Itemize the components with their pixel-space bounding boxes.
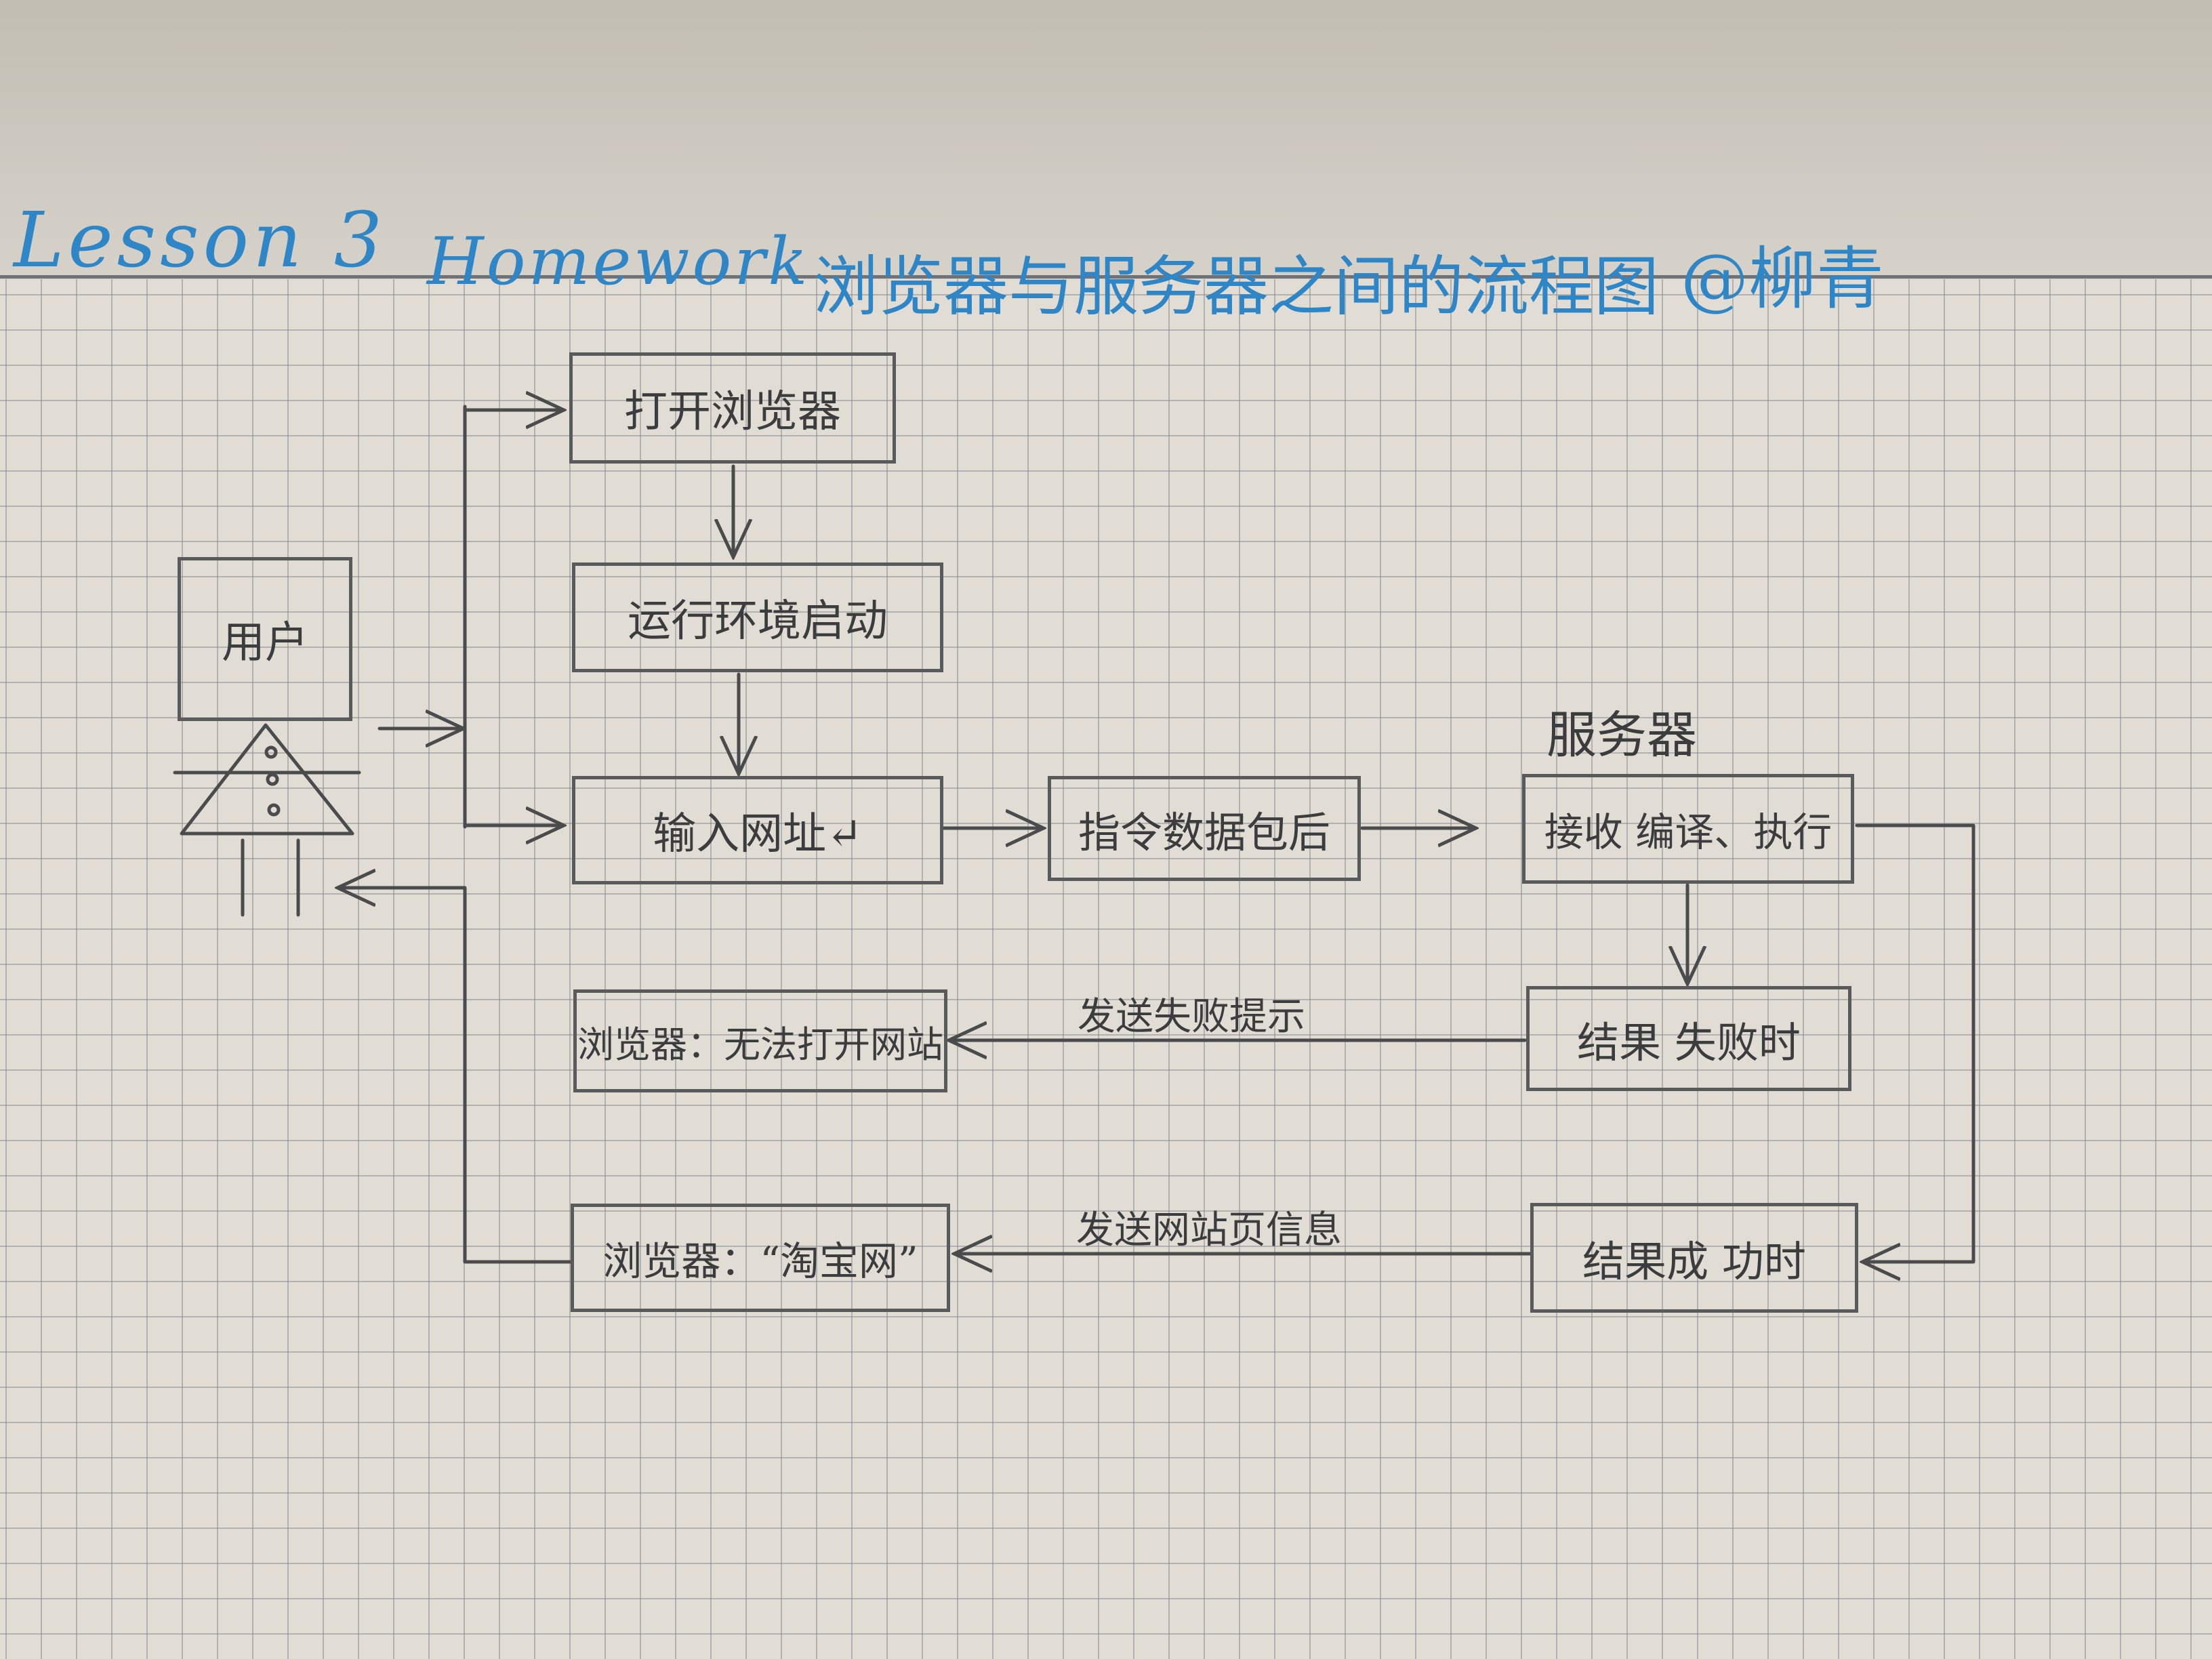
node-open-browser: 打开浏览器 bbox=[569, 352, 896, 464]
title-lesson: Lesson 3 bbox=[14, 197, 387, 285]
node-enter-url: 输入网址↵ bbox=[572, 776, 943, 884]
node-browser-fail: 浏览器：无法打开网站 bbox=[573, 989, 947, 1092]
node-browser-fail-label: 浏览器：无法打开网站 bbox=[577, 1023, 943, 1066]
paper-header-band bbox=[0, 0, 2212, 279]
title-homework: Homework bbox=[427, 224, 811, 300]
title-subject: 浏览器与服务器之间的流程图 bbox=[813, 249, 1659, 325]
node-runtime-start: 运行环境启动 bbox=[572, 562, 943, 672]
title-author: @柳青 bbox=[1681, 239, 1884, 319]
node-command-packet-label: 指令数据包后 bbox=[1078, 807, 1330, 857]
node-result-success-label: 结果成 功时 bbox=[1582, 1237, 1806, 1286]
server-heading: 服务器 bbox=[1547, 706, 1697, 764]
node-open-browser-label: 打开浏览器 bbox=[624, 387, 841, 437]
node-enter-url-label: 输入网址↵ bbox=[653, 809, 863, 859]
node-browser-taobao: 浏览器：“淘宝网” bbox=[571, 1204, 950, 1312]
node-result-fail-label: 结果 失败时 bbox=[1577, 1017, 1801, 1067]
node-browser-taobao-label: 浏览器：“淘宝网” bbox=[602, 1238, 918, 1284]
graph-paper-grid bbox=[0, 279, 2212, 1659]
node-result-success: 结果成 功时 bbox=[1530, 1203, 1858, 1313]
node-server-process: 接收 编译、执行 bbox=[1522, 774, 1854, 884]
node-runtime-start-label: 运行环境启动 bbox=[628, 596, 888, 647]
node-server-process-label: 接收 编译、执行 bbox=[1544, 809, 1832, 855]
edge-label-send-fail: 发送失败提示 bbox=[1078, 995, 1305, 1039]
node-user-label: 用户 bbox=[222, 618, 308, 668]
user-figure-triangle bbox=[180, 723, 354, 836]
node-command-packet: 指令数据包后 bbox=[1048, 776, 1361, 881]
header-rule-line bbox=[0, 275, 2212, 279]
node-user: 用户 bbox=[178, 557, 352, 721]
node-result-fail: 结果 失败时 bbox=[1526, 986, 1851, 1091]
edge-label-send-info: 发送网站页信息 bbox=[1076, 1208, 1342, 1252]
